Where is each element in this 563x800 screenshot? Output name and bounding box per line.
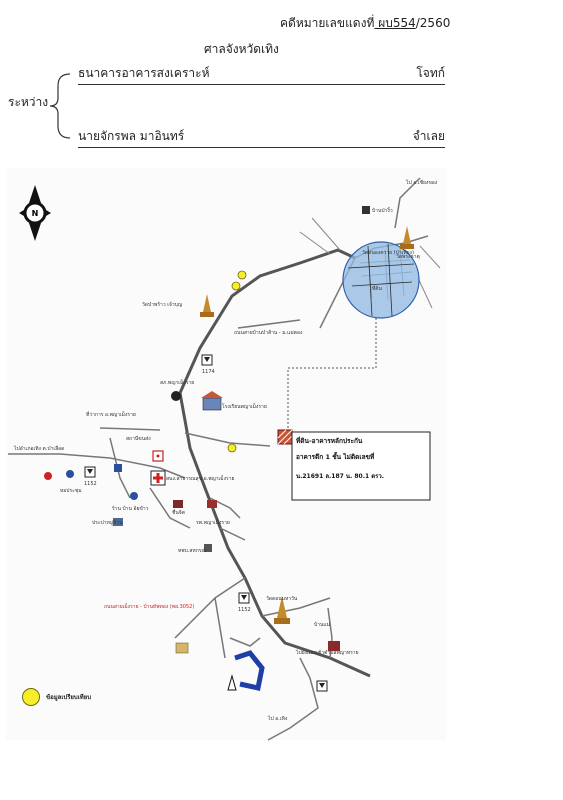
legend-label: ข้อมูลเปรียบเทียบ <box>46 694 92 701</box>
label-police: ทพบ.สหกรณ์ <box>178 547 206 554</box>
town-zone-circle <box>342 241 420 319</box>
label-health-office: สนง.สาธารณสุข อ.พญาเม็งราย <box>166 474 234 482</box>
between-label: ระหว่าง <box>8 95 49 109</box>
label-school: โรงเรียนพญาเม็งราย <box>222 402 267 410</box>
label-road-phrao: ถนนสายบ้านป่าส้าน - ม.แม่ตอง <box>234 329 303 336</box>
building-icon <box>113 518 123 526</box>
label-to-thoeng: ไป อ.เทิง <box>267 715 288 722</box>
label-wat-phrao: วัดป่าพร้าว เจ้าบุญ <box>142 301 182 308</box>
label-chuenchit: ชื่นจิต <box>172 509 185 516</box>
connector-line <box>287 318 377 430</box>
river <box>234 650 265 691</box>
route-sign-icon <box>316 680 328 692</box>
route-sign-icon <box>84 466 96 478</box>
secondary-roads <box>8 177 429 741</box>
label-ban-pa-ngiu: บ้านป่างิ้ว <box>372 205 393 214</box>
label-ban-mae-phrao: บ้านแม่ <box>314 621 330 628</box>
info-box <box>291 431 431 501</box>
school-icon <box>201 391 223 411</box>
label-phayao-office: สภ.พญาเม็งราย <box>160 378 194 386</box>
label-store: ร้าน บ้าน อ้ยข้าว <box>112 505 149 512</box>
store-icon <box>130 492 138 500</box>
police-station-icon <box>171 391 181 401</box>
building-icon <box>328 641 340 651</box>
route-1174: 1174 <box>202 369 215 375</box>
map-legend: ข้อมูลเปรียบเทียบ <box>22 688 91 706</box>
fuel-icon <box>44 472 52 480</box>
property-marker <box>277 429 293 445</box>
location-map: N <box>0 168 563 748</box>
hospital-icon <box>150 470 166 486</box>
temple-icon <box>200 294 214 317</box>
plaintiff-line: ธนาคารอาคารสงเคราะห์ โจทก์ <box>78 64 445 85</box>
building-icon <box>204 544 212 552</box>
building-icon <box>175 642 189 654</box>
temple-icon <box>274 596 290 624</box>
comparison-markers <box>227 270 247 453</box>
comparison-marker-2 <box>231 281 241 291</box>
court-name: ศาลจังหวัดเทิง <box>204 42 279 56</box>
brace <box>49 73 71 139</box>
plaintiff-role: โจทก์ <box>416 66 445 80</box>
case-year: /2560 <box>415 16 451 30</box>
info-line-1: ที่ดิน-อาคารหลักประกัน <box>296 435 363 445</box>
label-hospital-label: สถานีขนส่ง <box>126 435 151 442</box>
label-wat-phra-that: วัดพระธาตุ <box>396 254 420 260</box>
compass-icon: N <box>19 185 51 241</box>
route-1152-south: 1152 <box>238 607 251 613</box>
temple-small-icon <box>362 206 370 214</box>
label-road-pabong: ถนนสายเม็งราย - บ้านทัพทอง (พย.3052) <box>104 602 194 610</box>
building-icon <box>173 500 183 508</box>
defendant-line: นายจักรพล มาอินทร์ จำเลย <box>78 127 445 148</box>
label-hospital: รพ.พญาเม็งราย <box>196 518 230 526</box>
route-sign-icon <box>201 354 213 366</box>
shop-icon <box>114 464 122 472</box>
info-line-2: อาคารตึก 1 ชั้น ไม่ติดเลขที่ <box>296 451 374 461</box>
fuel-icon <box>66 470 74 478</box>
case-number: ผบ554 <box>374 16 416 30</box>
temple-icon <box>400 226 414 249</box>
legend-marker-icon <box>22 688 40 706</box>
label-pracharat: ประปาหมู่บ้าน <box>92 519 123 526</box>
info-line-3: น.21691 ล.187 น. 80.1 ตรว. <box>296 473 384 480</box>
tower-icon <box>227 674 237 691</box>
label-wat-south: วัดดอนมหาวัน <box>266 596 298 602</box>
comparison-marker-1 <box>237 270 247 280</box>
office-icon <box>152 450 164 462</box>
comparison-marker-3 <box>227 443 237 453</box>
label-property-small: ที่ดิน <box>372 285 383 292</box>
compass-label: N <box>32 209 39 218</box>
label-hall: หอประชุม <box>60 488 82 494</box>
route-1152-west: 1152 <box>84 481 97 487</box>
defendant-name: นายจักรพล มาอินทร์ <box>78 129 185 143</box>
label-district-office: ที่ว่าการ อ.พญาเม็งราย <box>86 410 136 418</box>
defendant-role: จำเลย <box>412 129 445 143</box>
plaintiff-name: ธนาคารอาคารสงเคราะห์ <box>78 66 210 80</box>
zone-roads <box>347 243 415 317</box>
route-sign-icon <box>238 592 250 604</box>
case-prefix: คดีหมายเลขแดงที่ <box>280 16 375 30</box>
case-number-line: คดีหมายเลขแดงที่ ผบ554/2560 <box>280 14 450 33</box>
label-to-chiang-khong: ไป อ.เชียงของ <box>405 179 438 186</box>
label-wat-nong-khuan: วัดหนองควาย (ป่าเหียง) <box>362 249 414 256</box>
shop-icon <box>207 500 217 508</box>
label-to-phan-thong: ไปอำเภอเทิง ต.ป่าเลือด <box>13 445 64 452</box>
label-to-rural: ไปยังแยกเข้าตำบลพญาทราย <box>295 649 359 656</box>
